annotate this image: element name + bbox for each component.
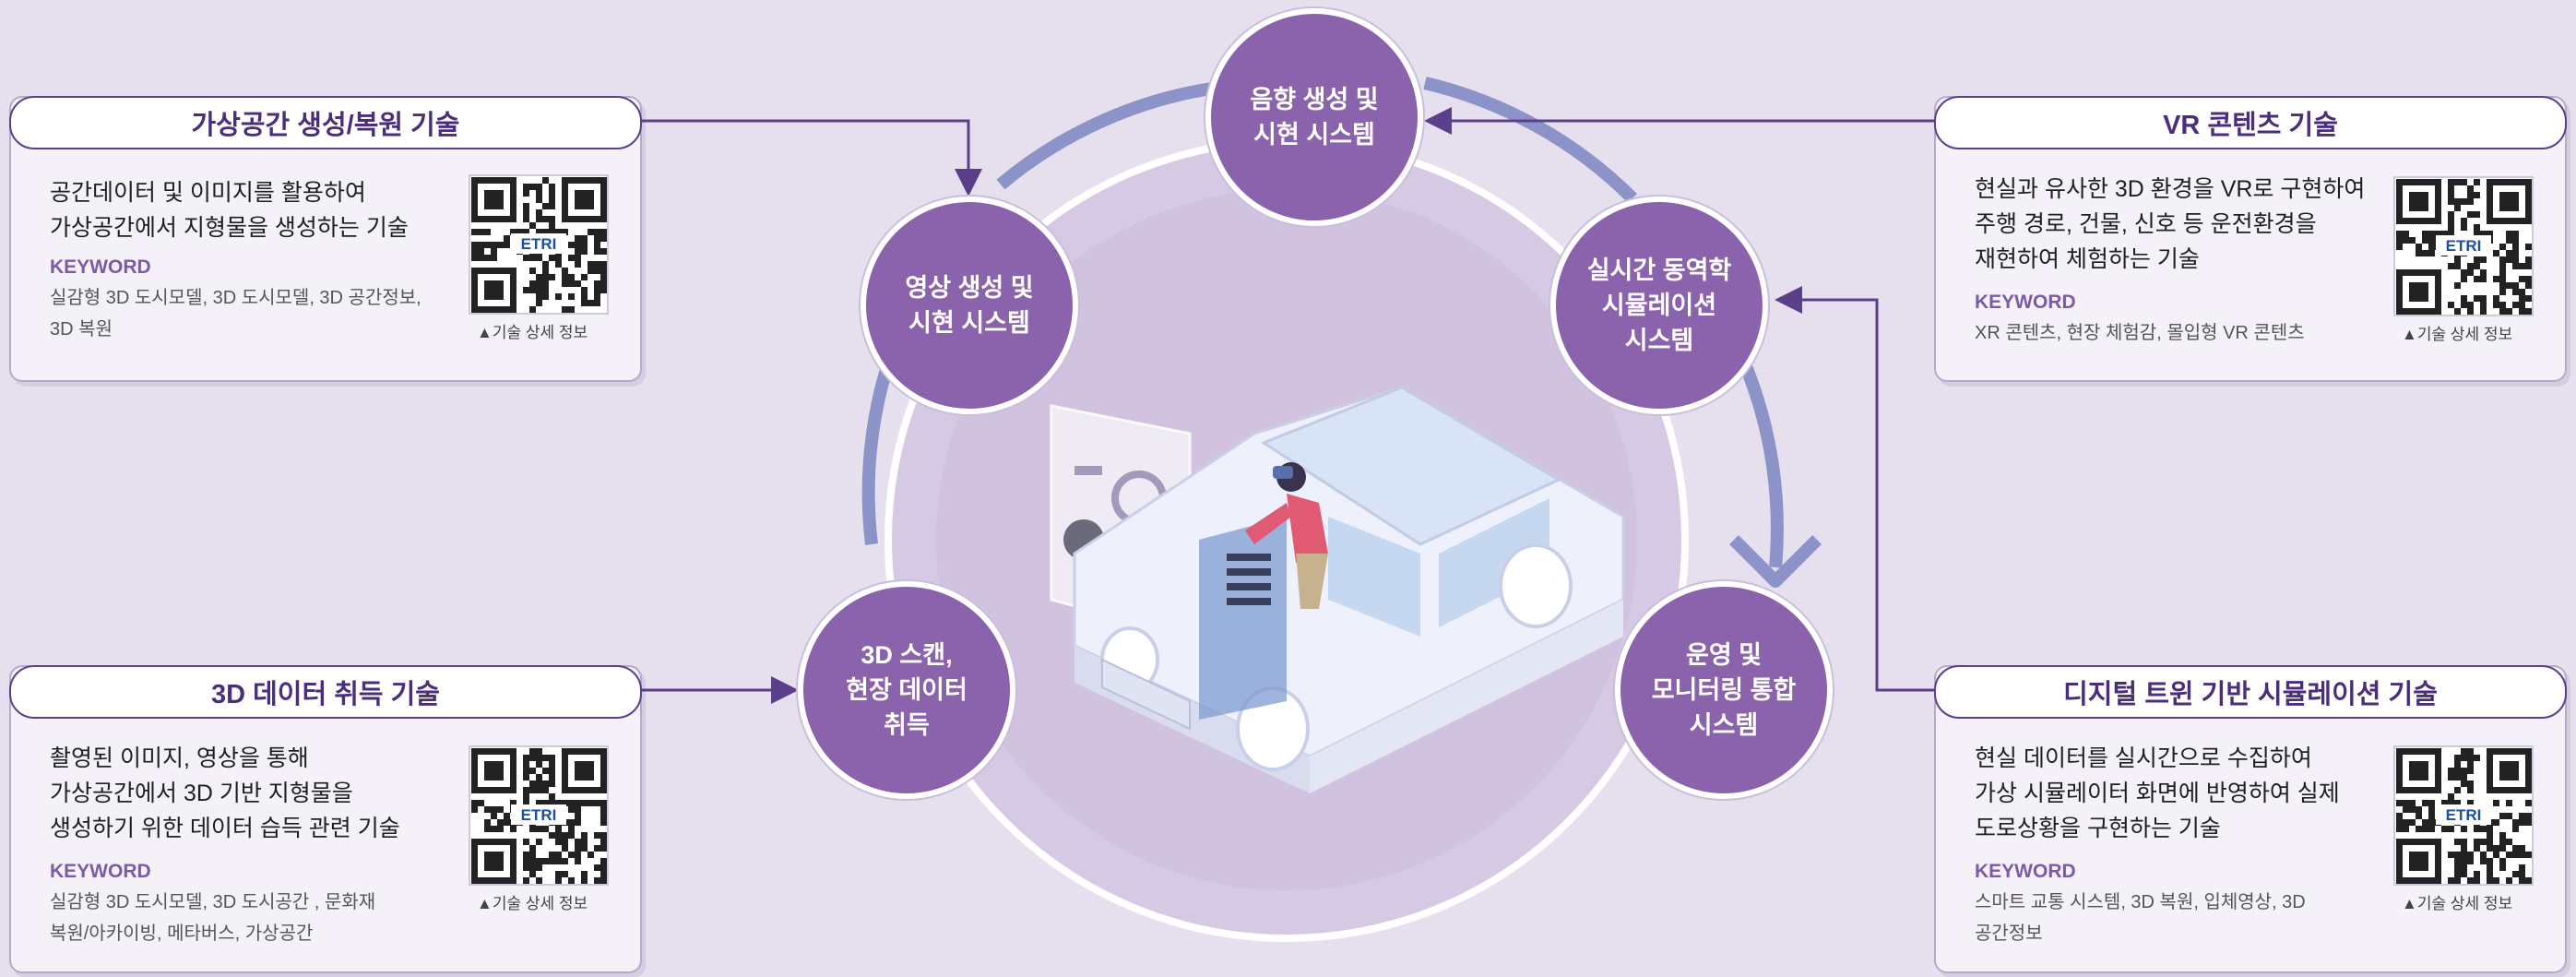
qr-caption: ▲기술 상세 정보 xyxy=(477,895,588,912)
node-scan-line3: 취득 xyxy=(884,711,930,739)
keyword-line: 스마트 교통 시스템, 3D 복원, 입체영상, 3D xyxy=(1975,892,2306,912)
card-title: 디지털 트윈 기반 시뮬레이션 기술 xyxy=(1934,665,2567,719)
node-monitoring-system: 운영 및 모니터링 통합 시스템 xyxy=(1615,581,1833,799)
keyword-line: 실감형 3D 도시모델, 3D 도시모델, 3D 공간정보, xyxy=(50,288,421,308)
keyword-list: XR 콘텐츠, 현장 체험감, 몰입형 VR 콘텐츠 xyxy=(1975,317,2380,349)
qr-pattern: ETRI xyxy=(2396,748,2532,884)
node-video-system: 영상 생성 및 시현 시스템 xyxy=(861,197,1078,414)
card-title: 3D 데이터 취득 기술 xyxy=(9,665,642,719)
node-sound-line2: 시현 시스템 xyxy=(1253,121,1375,149)
node-video-line2: 시현 시스템 xyxy=(908,309,1030,337)
qr-logo-text: ETRI xyxy=(521,806,557,824)
qr-code-icon[interactable]: ETRI xyxy=(2393,745,2534,886)
desc-line: 가상공간에서 지형물을 생성하는 기술 xyxy=(50,215,409,241)
keyword-label: KEYWORD xyxy=(1975,292,2076,313)
keyword-list: 실감형 3D 도시모델, 3D 도시모델, 3D 공간정보, 3D 복원 xyxy=(50,282,456,345)
desc-line: 생성하기 위한 데이터 습득 관련 기술 xyxy=(50,816,400,841)
keyword-line: 실감형 3D 도시모델, 3D 도시공간 , 문화재 xyxy=(50,892,376,912)
desc-line: 촬영된 이미지, 영상을 통해 xyxy=(50,745,309,771)
car-illustration xyxy=(1050,386,1625,793)
card-virtual-space: 가상공간 생성/복원 기술 공간데이터 및 이미지를 활용하여 가상공간에서 지… xyxy=(9,96,642,382)
node-scan-line1: 3D 스캔, xyxy=(861,641,953,669)
card-description: 촬영된 이미지, 영상을 통해 가상공간에서 3D 기반 지형물을 생성하기 위… xyxy=(50,741,456,846)
desc-line: 가상공간에서 3D 기반 지형물을 xyxy=(50,780,353,806)
connector-twin-to-dynamics xyxy=(1775,286,1934,692)
card-data-acquisition: 3D 데이터 취득 기술 촬영된 이미지, 영상을 통해 가상공간에서 3D 기… xyxy=(9,665,642,973)
desc-line: 도로상황을 구현하는 기술 xyxy=(1975,816,2221,841)
node-monitoring-line2: 모니터링 통합 xyxy=(1651,676,1797,704)
keyword-line: 공간정보 xyxy=(1975,923,2043,944)
node-sound-system: 음향 생성 및 시현 시스템 xyxy=(1205,8,1423,226)
card-vr-contents: VR 콘텐츠 기술 현실과 유사한 3D 환경을 VR로 구현하여 주행 경로,… xyxy=(1934,96,2567,382)
ring-arrow-right-head xyxy=(1729,535,1822,588)
node-monitoring-line3: 시스템 xyxy=(1689,711,1759,739)
node-sound-line1: 음향 생성 및 xyxy=(1250,86,1379,113)
keyword-list: 실감형 3D 도시모델, 3D 도시공간 , 문화재 복원/아카이빙, 메타버스… xyxy=(50,887,456,949)
desc-line: 주행 경로, 건물, 신호 등 운전환경을 xyxy=(1975,211,2317,237)
qr-logo-text: ETRI xyxy=(2446,806,2482,824)
node-dynamics-system: 실시간 동역학 시뮬레이션 시스템 xyxy=(1550,197,1768,414)
qr-caption: ▲기술 상세 정보 xyxy=(2402,895,2513,912)
card-description: 현실과 유사한 3D 환경을 VR로 구현하여 주행 경로, 건물, 신호 등 … xyxy=(1975,172,2380,277)
desc-line: 현실 데이터를 실시간으로 수집하여 xyxy=(1975,745,2312,771)
card-title: 가상공간 생성/복원 기술 xyxy=(9,96,642,149)
qr-pattern: ETRI xyxy=(471,748,607,884)
node-video-line1: 영상 생성 및 xyxy=(905,274,1034,302)
desc-line: 재현하여 체험하는 기술 xyxy=(1975,246,2200,272)
qr-caption: ▲기술 상세 정보 xyxy=(477,324,588,341)
node-dynamics-line1: 실시간 동역학 xyxy=(1586,256,1732,284)
ring-arrow-upper-right xyxy=(1423,77,1637,203)
qr-pattern: ETRI xyxy=(2396,179,2532,315)
node-scan-line2: 현장 데이터 xyxy=(846,676,967,704)
keyword-line: 3D 복원 xyxy=(50,319,113,340)
desc-line: 공간데이터 및 이미지를 활용하여 xyxy=(50,180,366,206)
desc-line: 현실과 유사한 3D 환경을 VR로 구현하여 xyxy=(1975,176,2366,202)
desc-line: 가상 시뮬레이터 화면에 반영하여 실제 xyxy=(1975,780,2340,806)
ring-arrow-right xyxy=(1737,357,1784,568)
qr-pattern: ETRI xyxy=(471,177,607,313)
keyword-list: 스마트 교통 시스템, 3D 복원, 입체영상, 3D 공간정보 xyxy=(1975,887,2380,949)
node-monitoring-line1: 운영 및 xyxy=(1685,641,1763,669)
ring-arrow-upper-left xyxy=(996,81,1218,190)
qr-code-icon[interactable]: ETRI xyxy=(469,174,609,315)
node-dynamics-line2: 시뮬레이션 xyxy=(1601,292,1717,319)
qr-code-icon[interactable]: ETRI xyxy=(469,745,609,886)
qr-code-icon[interactable]: ETRI xyxy=(2393,176,2534,316)
keyword-line: 복원/아카이빙, 메타버스, 가상공간 xyxy=(50,923,314,944)
node-scan-acquisition: 3D 스캔, 현장 데이터 취득 xyxy=(798,581,1015,799)
qr-logo-text: ETRI xyxy=(2446,237,2482,255)
connector-virtual-to-video xyxy=(640,119,982,197)
qr-logo-text: ETRI xyxy=(521,235,557,253)
keyword-label: KEYWORD xyxy=(50,861,151,882)
keyword-label: KEYWORD xyxy=(1975,861,2076,882)
qr-caption: ▲기술 상세 정보 xyxy=(2402,326,2513,343)
card-description: 공간데이터 및 이미지를 활용하여 가상공간에서 지형물을 생성하는 기술 xyxy=(50,175,456,245)
keyword-line: XR 콘텐츠, 현장 체험감, 몰입형 VR 콘텐츠 xyxy=(1975,323,2305,343)
card-description: 현실 데이터를 실시간으로 수집하여 가상 시뮬레이터 화면에 반영하여 실제 … xyxy=(1975,741,2380,846)
card-title: VR 콘텐츠 기술 xyxy=(1934,96,2567,149)
keyword-label: KEYWORD xyxy=(50,256,151,278)
card-digital-twin: 디지털 트윈 기반 시뮬레이션 기술 현실 데이터를 실시간으로 수집하여 가상… xyxy=(1934,665,2567,973)
node-dynamics-line3: 시스템 xyxy=(1624,327,1694,354)
